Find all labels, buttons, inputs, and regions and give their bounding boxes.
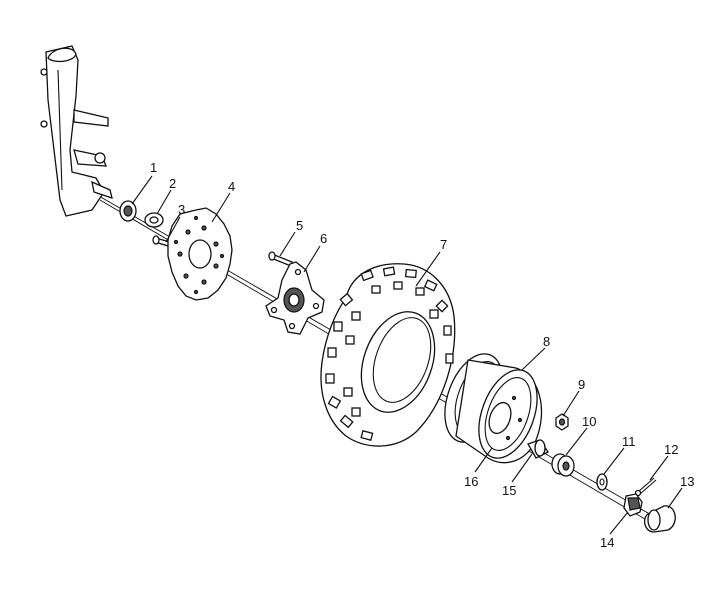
callout-12: 12 (664, 442, 678, 457)
callout-6: 6 (320, 231, 327, 246)
callout-13: 13 (680, 474, 694, 489)
callout-5: 5 (296, 218, 303, 233)
part-10-spacer (551, 453, 575, 477)
callout-11: 11 (622, 434, 636, 449)
callout-14: 14 (600, 535, 614, 550)
callout-10: 10 (582, 414, 596, 429)
callout-16: 16 (464, 474, 478, 489)
callout-3: 3 (178, 202, 185, 217)
part-12-cotter-pin (634, 477, 657, 497)
part-7-tire (320, 263, 456, 447)
part-13-hub-cap (643, 505, 676, 533)
part-8-rim (444, 353, 543, 464)
part-9-lug-nut (555, 413, 569, 431)
callout-7: 7 (440, 237, 447, 252)
callout-9: 9 (578, 377, 585, 392)
part-11-washer (596, 473, 608, 491)
callout-4: 4 (228, 179, 235, 194)
callout-8: 8 (543, 334, 550, 349)
callout-2: 2 (169, 176, 176, 191)
part-14-castle-nut (623, 493, 643, 517)
part-4-brake-disc (167, 207, 233, 301)
leader-lines (131, 175, 683, 535)
part-2-bearing (144, 212, 164, 228)
part-6-hub (265, 261, 325, 335)
part-5-bolt (268, 251, 293, 267)
part-1-seal (119, 200, 137, 222)
tire-tread (325, 266, 454, 441)
callout-1: 1 (150, 160, 157, 175)
steering-knuckle (40, 45, 113, 217)
part-15-spacer (527, 439, 549, 459)
callout-15: 15 (502, 483, 516, 498)
callout-numbers: 1 2 3 4 5 6 7 8 9 10 11 12 13 14 15 16 (150, 160, 694, 550)
